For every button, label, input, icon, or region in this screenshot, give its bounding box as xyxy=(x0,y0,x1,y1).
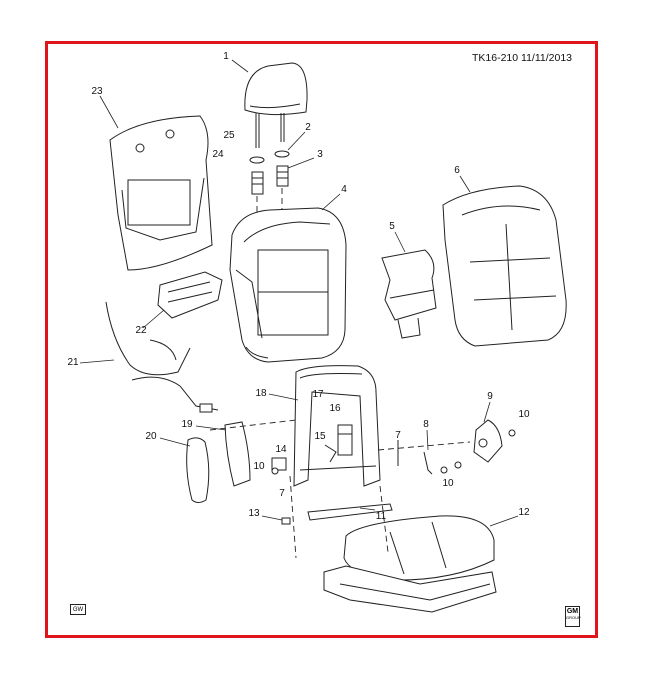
callout-21: 21 xyxy=(67,357,79,368)
callout-14: 14 xyxy=(275,444,287,455)
side-trim-panels xyxy=(186,421,251,503)
callout-8: 8 xyxy=(423,419,429,430)
callout-1: 1 xyxy=(223,51,229,62)
headrest-guides xyxy=(249,150,290,215)
callout-4: 4 xyxy=(341,184,347,195)
callout-6: 6 xyxy=(454,165,460,176)
callout-15: 15 xyxy=(314,431,326,442)
callout-20: 20 xyxy=(145,431,157,442)
leader-lines xyxy=(79,59,519,527)
callout-12: 12 xyxy=(518,507,530,518)
recliner-assembly xyxy=(271,424,353,471)
seat-cushion-and-base xyxy=(323,515,497,613)
lower-rail-and-bolt xyxy=(281,503,393,525)
callout-10-middle: 10 xyxy=(442,478,454,489)
callout-11: 11 xyxy=(375,511,387,522)
callout-5: 5 xyxy=(389,221,395,232)
seatback-cover xyxy=(442,185,567,347)
callout-13: 13 xyxy=(248,508,260,519)
callout-2: 2 xyxy=(305,122,311,133)
callout-24: 24 xyxy=(212,149,224,160)
callout-9: 9 xyxy=(487,391,493,402)
diagram-frame xyxy=(45,41,598,638)
seatback-frame xyxy=(293,365,381,487)
callout-19: 19 xyxy=(181,419,193,430)
callout-10-left: 10 xyxy=(253,461,265,472)
recliner-hardware xyxy=(271,419,516,475)
callout-17: 17 xyxy=(312,389,324,400)
alignment-lines xyxy=(209,419,471,559)
callout-7-right: 7 xyxy=(395,430,401,441)
drawing-reference: TK16-210 11/11/2013 xyxy=(472,52,573,64)
callout-10-right: 10 xyxy=(518,409,530,420)
gm-logo-text: GM xyxy=(566,608,579,615)
lumbar-pad xyxy=(381,249,437,339)
control-module xyxy=(157,271,223,319)
headrest-part xyxy=(244,62,308,148)
callout-18: 18 xyxy=(255,388,267,399)
callout-25: 25 xyxy=(223,130,235,141)
gm-logo: GM GROUP xyxy=(565,606,581,627)
callout-16: 16 xyxy=(329,403,341,414)
callout-7-left: 7 xyxy=(279,488,285,499)
seatback-cushion xyxy=(229,207,347,363)
callout-23: 23 xyxy=(91,86,103,97)
gm-logo-subtext: GROUP xyxy=(566,614,581,620)
callout-3: 3 xyxy=(317,149,323,160)
callout-22: 22 xyxy=(135,325,147,336)
gw-logo: GW xyxy=(70,604,86,615)
seatback-rear-panel xyxy=(109,115,213,271)
wiring-harness xyxy=(105,301,219,413)
